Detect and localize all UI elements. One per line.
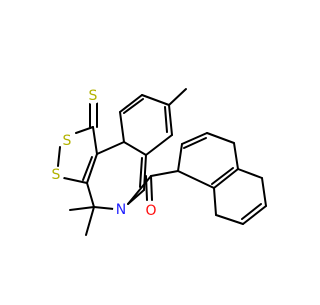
bond [141,94,170,106]
bond [164,106,168,133]
bond [119,94,143,113]
bond [150,170,179,177]
molecule-structure-canvas: S S S N O [48,88,267,236]
bond [181,132,208,145]
ring-sulfur-upper-label: S [63,133,72,149]
bond [183,137,207,149]
bond-network [57,88,267,236]
thione-sulfur-label: S [89,88,98,104]
ring-sulfur-lower: S [48,167,64,183]
bond [75,126,94,134]
bond [150,175,153,201]
bond [206,132,235,144]
bond [145,134,173,156]
molecule-structure: S S S N O [48,88,267,236]
bond [82,156,93,181]
bond [145,175,148,201]
bond [93,206,115,210]
nitrogen-atom-label: N [116,202,126,218]
bond [86,153,98,184]
atom-labels: S S S N O [48,88,159,219]
bond [215,214,244,225]
ring-sulfur-lower-label: S [52,167,61,183]
bond [242,205,267,225]
bond [123,141,147,156]
bond [211,167,234,185]
nitrogen-atom: N [113,202,129,218]
thione-sulfur: S [85,88,101,104]
bond [177,143,183,172]
bond [63,177,88,184]
bond [213,187,217,216]
bond [213,168,239,189]
bond [96,141,125,155]
bond [85,206,95,236]
bond [237,168,263,179]
bond [86,182,95,208]
bond [92,126,98,155]
bond [57,146,61,167]
bond [177,170,215,189]
bond [261,177,267,207]
bond [168,104,173,136]
bond [241,203,262,220]
carbonyl-oxygen-label: O [145,203,156,219]
carbonyl-oxygen: O [143,203,159,219]
bond [168,88,187,106]
bond [139,157,143,188]
bond [123,98,144,114]
bond [119,111,125,143]
ring-sulfur-upper: S [59,133,75,149]
bond [233,142,239,170]
bond [69,206,95,211]
